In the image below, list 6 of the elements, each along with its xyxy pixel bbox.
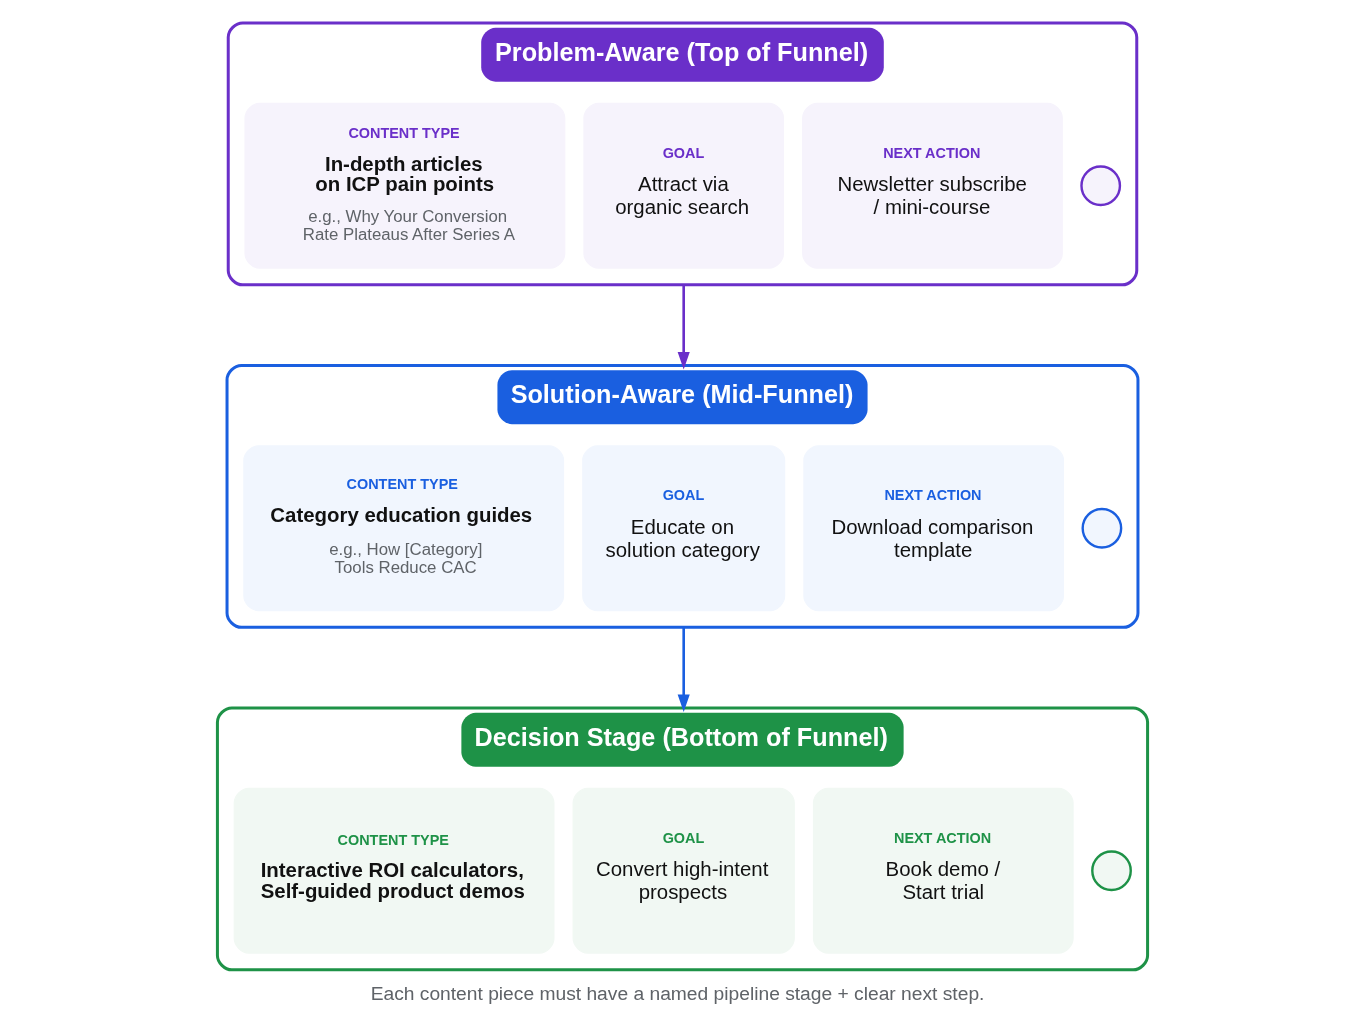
node-circle bbox=[1081, 507, 1123, 549]
caption: Each content piece must have a named pipeline stage + clear next step. bbox=[370, 982, 985, 1004]
node-circle bbox=[1080, 165, 1122, 207]
node-circle bbox=[1091, 850, 1132, 892]
arrow bbox=[677, 627, 690, 712]
arrow bbox=[677, 284, 690, 370]
